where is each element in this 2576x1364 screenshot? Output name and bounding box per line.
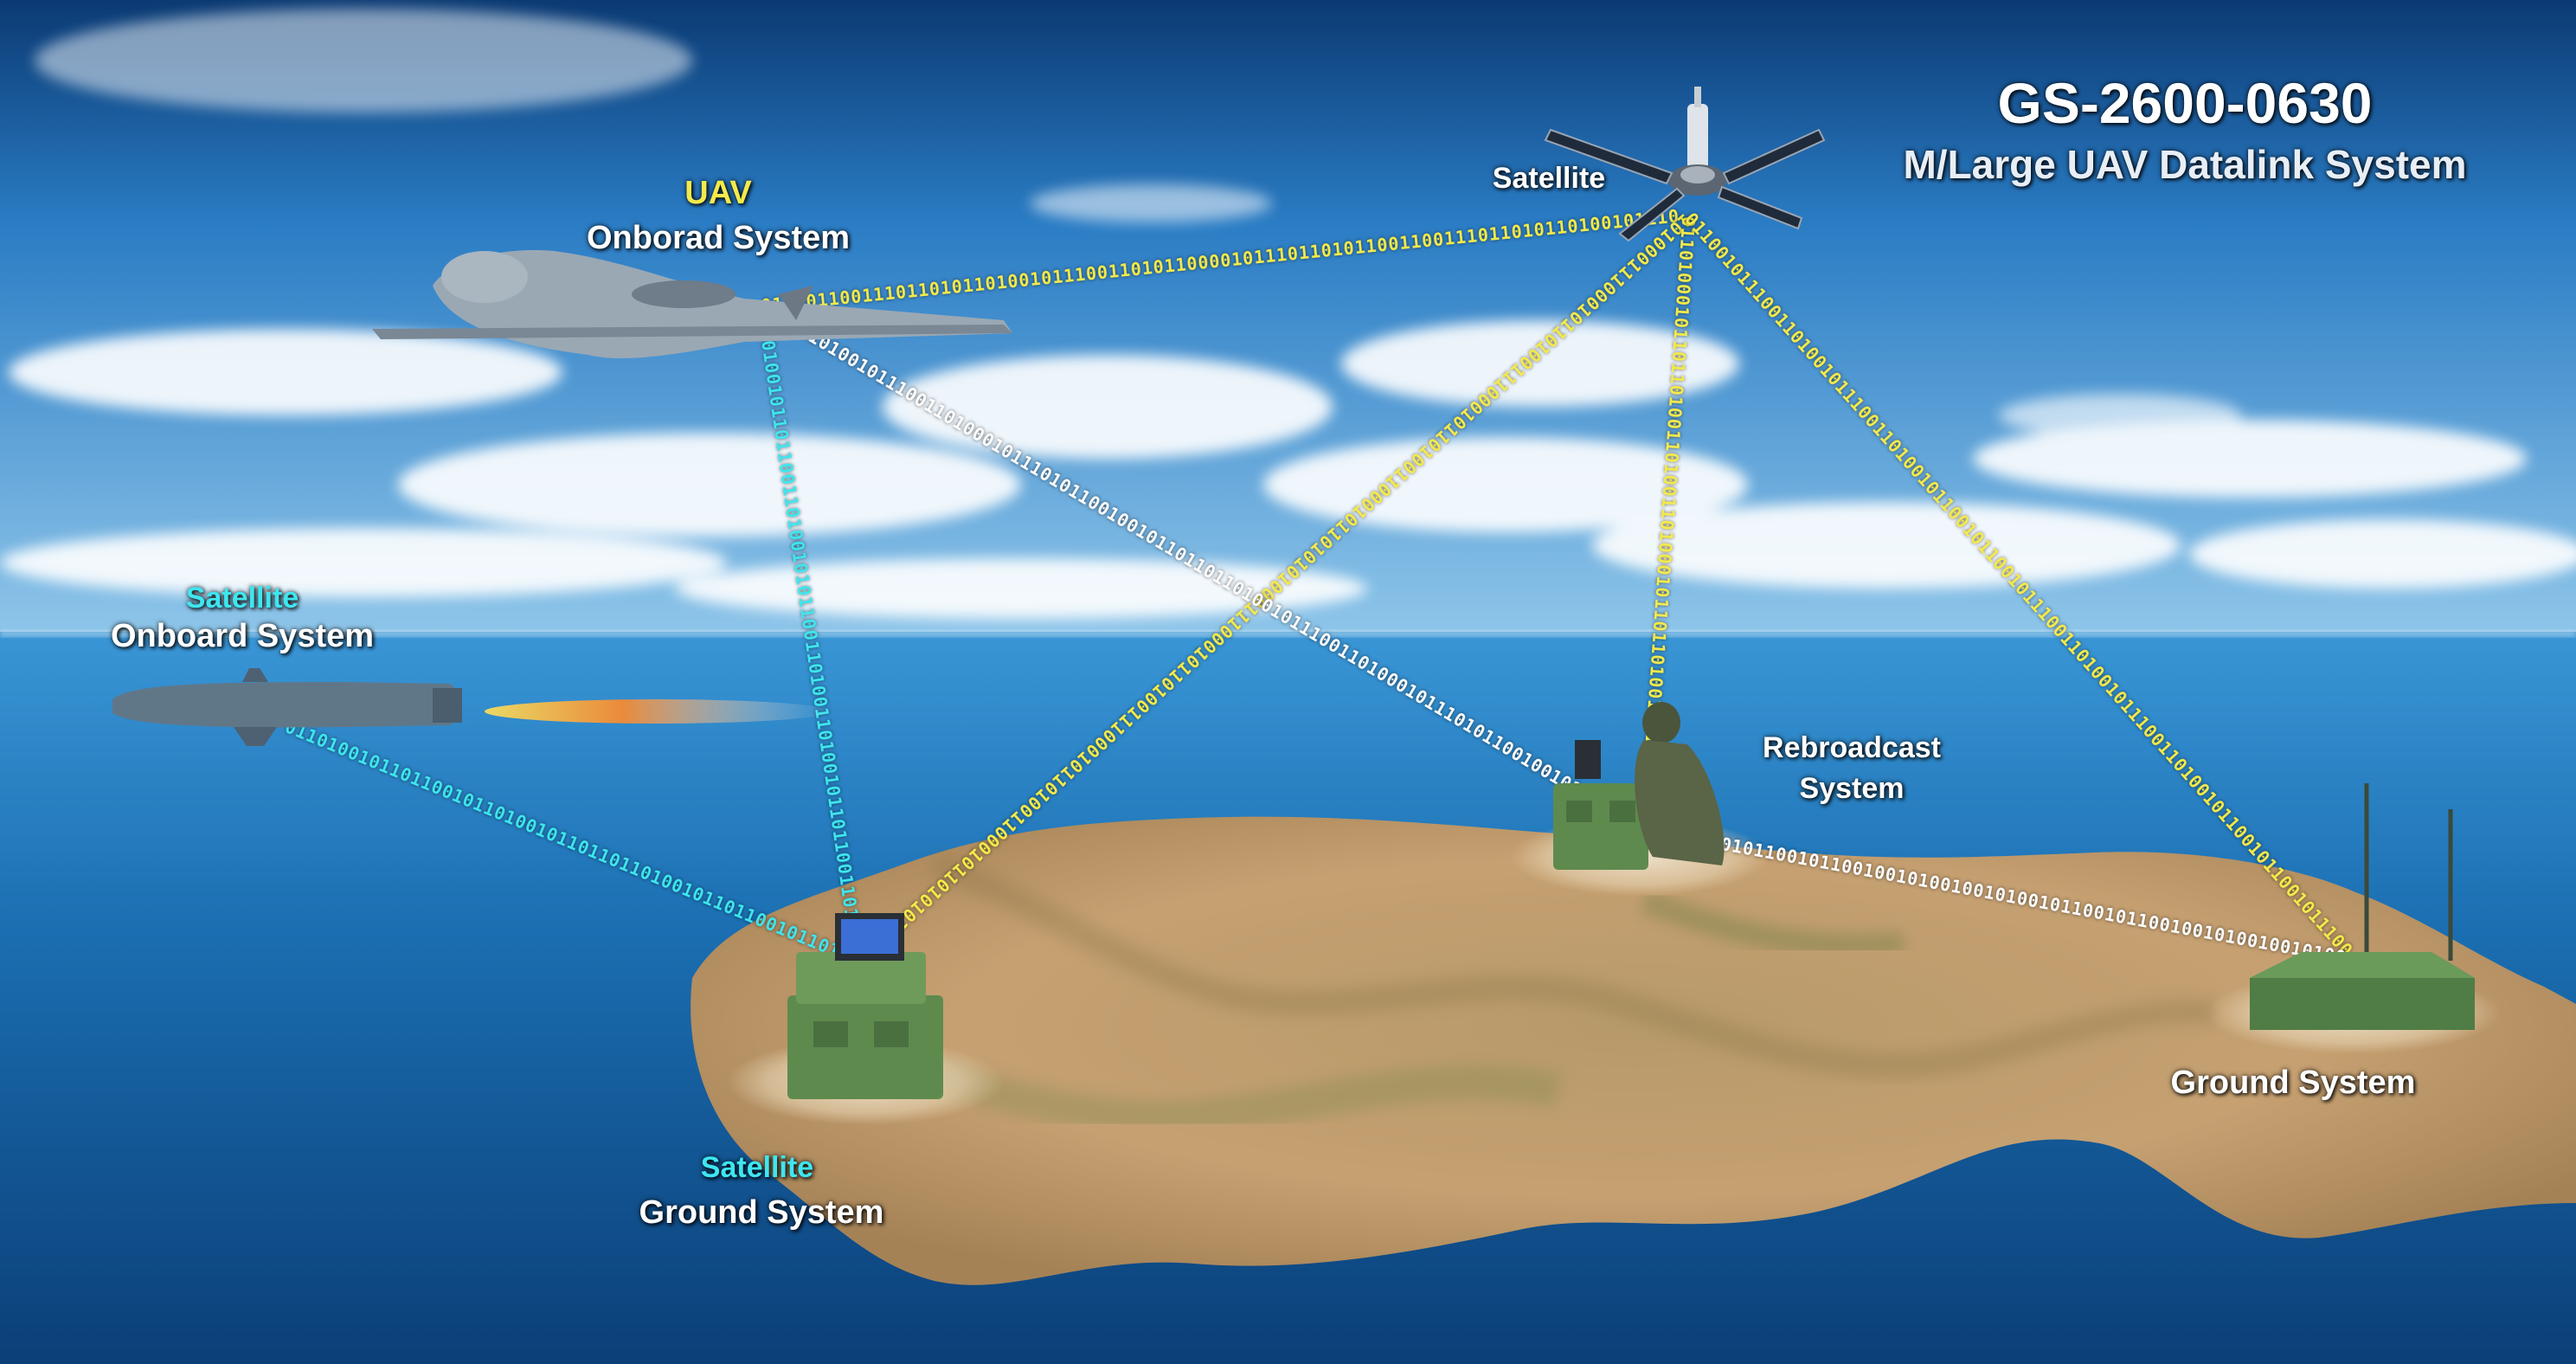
satellite-label: Satellite [1492,162,1606,195]
rebroadcast-equipment [1553,702,1725,870]
rebroadcast-label-line2: System [1799,772,1905,805]
uav-aircraft [372,250,1012,359]
ground-shelter [2250,783,2475,1030]
missile [112,668,831,746]
uav-onboard-label: Onborad System [586,220,851,256]
title-subtitle: M/Large UAV Datalink System [1903,142,2467,187]
rebroadcast-label-line1: Rebroadcast [1763,731,1941,764]
uav-tag: UAV [684,175,752,211]
satellite-onboard-label: Onboard System [110,618,375,654]
clouds [0,9,2576,619]
ground-system-label: Ground System [2170,1065,2416,1101]
title-code: GS-2600-0630 [1997,71,2373,135]
satellite-ground-tag: Satellite [700,1151,814,1184]
satellite-ground-label: Ground System [639,1194,884,1231]
satellite-ground-equipment [787,913,943,1099]
satellite-onboard-tag: Satellite [185,582,299,614]
satellite [1544,87,1826,242]
